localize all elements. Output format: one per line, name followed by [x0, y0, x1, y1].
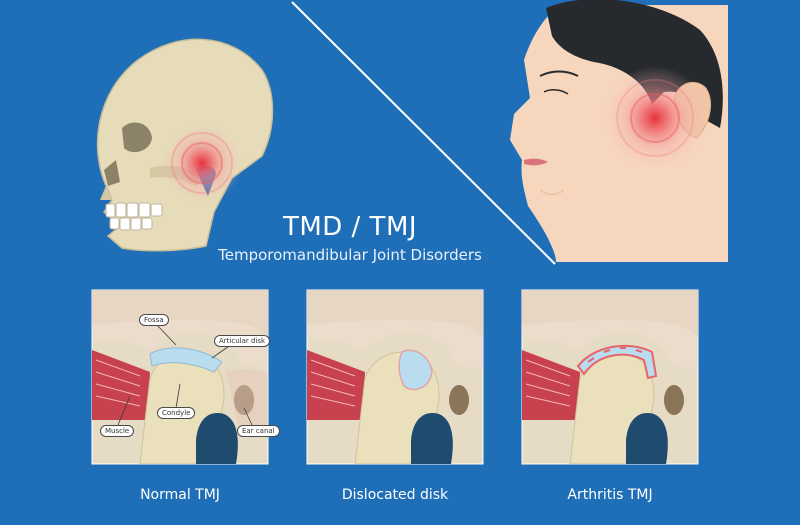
dislocated-disk-drawing — [307, 290, 483, 464]
title: TMD / TMJ — [282, 212, 418, 242]
callout-fossa: Fossa — [139, 314, 169, 326]
caption-dislocated-disk: Dislocated disk — [341, 487, 449, 503]
face-illustration — [510, 0, 728, 262]
callout-muscle: Muscle — [100, 425, 135, 437]
callout-ear-canal: Ear canal — [237, 425, 280, 437]
caption-arthritis-tmj: Arthritis TMJ — [567, 487, 653, 503]
caption-normal-tmj: Normal TMJ — [140, 487, 220, 503]
callout-lines — [117, 323, 253, 426]
callout-condyle: Condyle — [157, 407, 196, 419]
skull-illustration — [96, 38, 274, 252]
subtitle: Temporomandibular Joint Disorders — [218, 246, 482, 264]
arthritis-tmj-drawing — [522, 290, 698, 464]
divider-line — [291, 1, 556, 265]
callout-articular-disk: Articular disk — [214, 335, 271, 347]
